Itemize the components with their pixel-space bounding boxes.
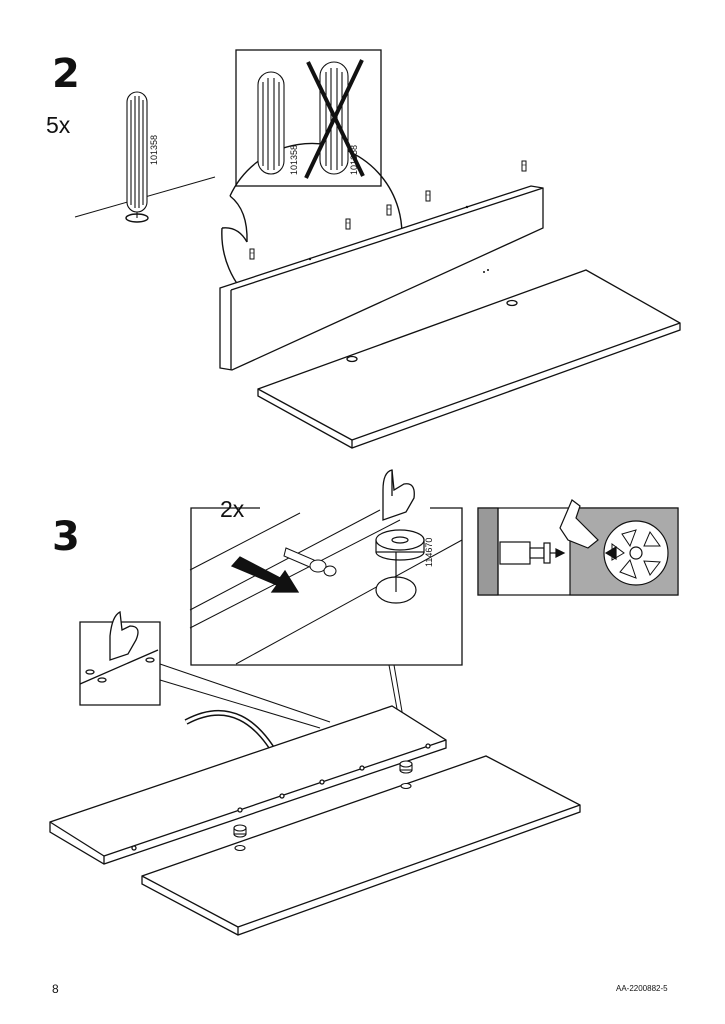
step3-board-upper <box>49 705 447 865</box>
step-2-quantity: 5x <box>46 112 71 138</box>
step-3-number: 3 <box>52 514 80 560</box>
page-number: 8 <box>52 982 59 996</box>
compare-correct-part-number: 101358 <box>289 144 299 175</box>
step3-board-lower <box>141 755 581 936</box>
document-code: AA-2200882-5 <box>616 984 668 993</box>
dowel-part-number: 101358 <box>149 134 159 165</box>
flat-board <box>257 269 681 449</box>
hand-icon-cam <box>382 469 415 521</box>
panel-hole-detail <box>79 611 411 759</box>
dowel-comparison-box <box>235 49 382 187</box>
cam-locks-installed <box>233 760 413 852</box>
compare-wrong-part-number: 101358 <box>349 144 359 175</box>
flip-arrow-icon <box>184 710 298 792</box>
cam-orientation-box <box>477 499 679 596</box>
cam-lock-detail-box <box>189 507 463 666</box>
step-3-quantity: 2x <box>216 498 249 521</box>
step-2-number: 2 <box>52 51 80 97</box>
side-panel <box>219 185 544 371</box>
dowel-detail-callout <box>74 91 403 325</box>
cam-part-number: 114670 <box>424 537 434 567</box>
panel-dowels <box>249 160 527 260</box>
